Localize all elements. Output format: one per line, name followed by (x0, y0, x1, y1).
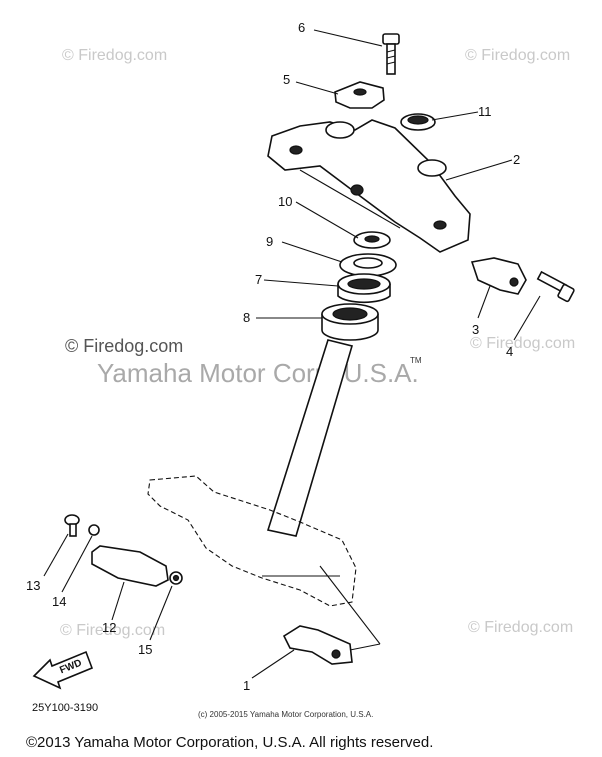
part-14-washer (88, 524, 100, 536)
callout-5: 5 (283, 72, 290, 87)
part-1-bracket (282, 625, 353, 665)
part-12-clamp (91, 545, 169, 587)
part-3-holder-lower (470, 257, 527, 295)
part-4-bolt (536, 270, 575, 303)
watermark-tm: TM (410, 356, 422, 365)
part-7-bearing (337, 273, 391, 304)
footer-copyright: ©2013 Yamaha Motor Corporation, U.S.A. A… (26, 734, 434, 751)
diagram-code: 25Y100-3190 (32, 702, 98, 714)
callout-1: 1 (243, 678, 250, 693)
under-bracket-outline (147, 475, 357, 607)
part-15-nut (169, 571, 183, 585)
callout-3: 3 (472, 322, 479, 337)
callout-2: 2 (513, 152, 520, 167)
steering-stem (266, 339, 354, 537)
watermark-firedog-mid-right: © Firedog.com (470, 335, 575, 352)
callout-14: 14 (52, 594, 66, 609)
watermark-firedog-top-right: © Firedog.com (465, 47, 570, 64)
callout-4: 4 (506, 344, 513, 359)
callout-6: 6 (298, 20, 305, 35)
watermark-firedog-top-left: © Firedog.com (62, 47, 167, 64)
callout-8: 8 (243, 310, 250, 325)
leader-lines (43, 29, 541, 679)
callout-13: 13 (26, 578, 40, 593)
part-2-upper-bracket (267, 119, 471, 253)
part-11-cap (400, 113, 436, 131)
part-5-handlebar-holder (334, 81, 385, 109)
part-10-nut (353, 231, 391, 249)
part-9-ring (339, 253, 397, 277)
watermark-firedog-bottom-left: © Firedog.com (60, 622, 165, 639)
callout-10: 10 (278, 194, 292, 209)
part-8-bearing (321, 303, 379, 341)
fwd-arrow-icon: FWD (32, 650, 94, 690)
callout-12: 12 (102, 620, 116, 635)
callout-7: 7 (255, 272, 262, 287)
watermark-yamaha: Yamaha Motor Corp, U.S.A. (97, 358, 419, 388)
callout-15: 15 (138, 642, 152, 657)
part-13-bolt (64, 514, 80, 537)
watermark-firedog-mid-left: © Firedog.com (65, 336, 183, 356)
watermark-firedog-bottom-right: © Firedog.com (468, 619, 573, 636)
callout-9: 9 (266, 234, 273, 249)
callout-11: 11 (478, 104, 492, 119)
part-6-bolt (382, 33, 400, 75)
small-copyright: (c) 2005-2015 Yamaha Motor Corporation, … (198, 710, 373, 719)
